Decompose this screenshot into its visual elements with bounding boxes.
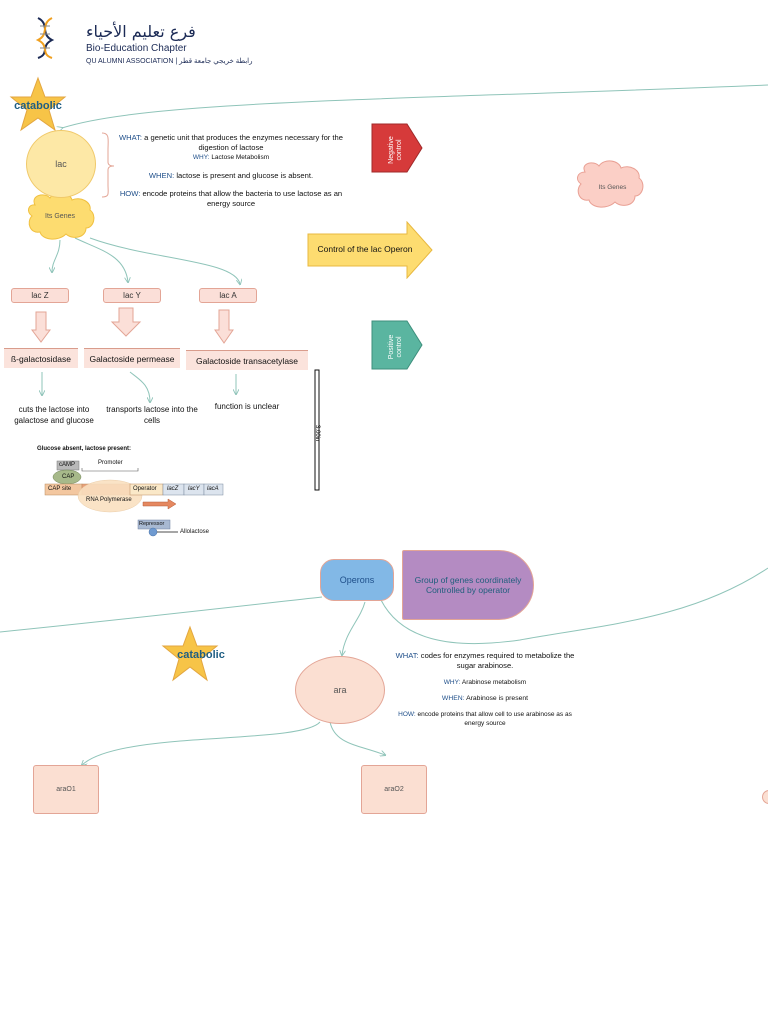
ara-why: Arabinose metabolism [461, 679, 527, 686]
ara-operon-node[interactable]: ara [295, 656, 385, 724]
logo-arabic-title: فرع تعليم الأحياء [86, 22, 196, 41]
function-lacy: transports lactose into the cells [106, 405, 198, 425]
lac-operon-label: lac [55, 159, 67, 169]
diagram-cap-site: CAP site [48, 486, 72, 492]
lac-when: lactose is present and glucose is absent… [176, 171, 314, 180]
lac-what-key: WHAT: [118, 133, 143, 142]
lac-how: encode proteins that allow the bacteria … [142, 189, 343, 208]
gene-laca-box[interactable]: lac A [199, 288, 257, 303]
ara-catabolic-star: catabolic [177, 649, 225, 661]
ara-site-1[interactable]: araO1 [33, 765, 99, 814]
ara-when-key: WHEN: [441, 695, 465, 702]
lac-info-block: WHAT: a genetic unit that produces the e… [108, 133, 354, 209]
diagram-cap: CAP [62, 474, 75, 480]
ara-why-key: WHY: [443, 679, 461, 686]
ara-site-2-label: araO2 [384, 786, 404, 793]
right-genes-cloud[interactable]: Its Genes [598, 184, 627, 191]
positive-control-label: Positive control [388, 334, 403, 360]
ara-info-block: WHAT: codes for enzymes required to meta… [388, 651, 582, 728]
diagram-lacy: lacY [188, 486, 200, 492]
diagram-rna-polymerase: RNA Polymerase [86, 497, 132, 503]
diagram-laca: lacA [207, 486, 219, 492]
operons-definition-text: Group of genes coordinately Controlled b… [414, 575, 522, 595]
diagram-promoter: Promoter [98, 460, 123, 466]
enzyme-galactosidase: ß-galactosidase [4, 348, 78, 368]
enzyme-permease: Galactoside permease [84, 348, 180, 368]
diagram-repressor: Repressor [139, 521, 165, 527]
ara-how-key: HOW: [398, 711, 416, 718]
lac-when-key: WHEN: [148, 171, 175, 180]
lac-genes-cloud[interactable]: Its Genes [45, 213, 75, 220]
function-laca: function is unclear [214, 402, 280, 411]
positive-control-arrow[interactable] [371, 320, 423, 370]
function-lacz: cuts the lactose into galactose and gluc… [14, 405, 94, 425]
negative-control-label: Negative control [388, 136, 403, 164]
lac-what: a genetic unit that produces the enzymes… [144, 133, 343, 152]
diagram-title: Glucose absent, lactose present: [37, 446, 132, 452]
ara-what: codes for enzymes required to metabolize… [420, 651, 575, 670]
gene-lacz-box[interactable]: lac Z [11, 288, 69, 303]
ara-what-key: WHAT: [395, 651, 419, 660]
ara-when: Arabinose is present [466, 695, 529, 702]
diagram-allolactose: Allolactose [180, 529, 210, 535]
operons-label: Operons [339, 575, 375, 585]
operons-definition: Group of genes coordinately Controlled b… [402, 550, 534, 620]
logo-subtitle: QU ALUMNI ASSOCIATION | رابطة خريجي جامع… [86, 58, 253, 65]
diagram-operator: Operator [133, 486, 157, 492]
lac-how-key: HOW: [119, 189, 141, 198]
lac-why-key: WHY: [192, 154, 210, 161]
operons-node[interactable]: Operons [320, 559, 394, 601]
lac-why: Lactose Metabolism [211, 154, 270, 161]
negative-control-arrow[interactable] [371, 123, 423, 173]
ara-site-2[interactable]: araO2 [361, 765, 427, 814]
lac-operon-node[interactable]: lac [26, 130, 96, 198]
ara-operon-label: ara [333, 685, 347, 695]
lac-catabolic-star: catabolic [14, 100, 62, 112]
logo-english-title: Bio-Education Chapter [86, 43, 187, 54]
logo-icon [30, 14, 60, 60]
diagram-camp: cAMP [59, 462, 76, 468]
main-control-label: Control of the lac Operon [317, 244, 413, 254]
diagram-lacz: lacZ [167, 486, 179, 492]
scale-label: 3.00in [314, 425, 320, 442]
main-control-arrow[interactable] [307, 221, 433, 279]
enzyme-transacetylase: Galactoside transacetylase [186, 350, 308, 370]
gene-lacy-box[interactable]: lac Y [103, 288, 161, 303]
ara-site-1-label: araO1 [56, 786, 76, 793]
ara-how: encode proteins that allow cell to use a… [417, 711, 572, 727]
